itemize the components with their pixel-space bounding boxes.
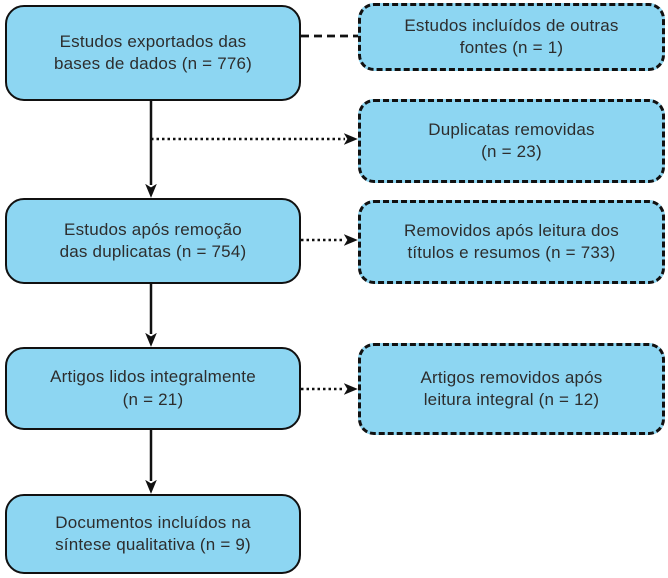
box-other-sources: Estudos incluídos de outras fontes (n = … — [358, 3, 665, 71]
box-exported-studies-line2: bases de dados (n = 776) — [53, 54, 253, 73]
box-after-duplicate-removal: Estudos após remoção das duplicatas (n =… — [5, 198, 301, 284]
box-removed-titles-abstracts-line1: Removidos após leitura dos — [404, 220, 619, 240]
box-removed-full-text-line2: leitura integral (n = 12) — [423, 390, 600, 409]
box-exported-studies-line1: Estudos exportados das — [59, 31, 247, 51]
box-included-synthesis: Documentos incluídos na síntese qualitat… — [5, 494, 301, 574]
box-duplicates-removed-line2: (n = 23) — [481, 142, 542, 161]
box-exported-studies: Estudos exportados das bases de dados (n… — [5, 5, 301, 101]
box-full-text-read-line2: (n = 21) — [122, 389, 184, 409]
box-included-synthesis-line2: síntese qualitativa (n = 9) — [55, 535, 251, 554]
box-removed-full-text-line1: Artigos removidos após — [420, 367, 603, 387]
box-removed-titles-abstracts: Removidos após leitura dos títulos e res… — [358, 200, 665, 284]
box-duplicates-removed-line1: Duplicatas removidas — [428, 119, 595, 139]
box-after-duplicate-removal-line1: Estudos após remoção — [64, 219, 242, 239]
box-full-text-read: Artigos lidos integralmente (n = 21) — [5, 347, 301, 430]
box-removed-full-text: Artigos removidos após leitura integral … — [358, 343, 665, 435]
box-other-sources-line2: fontes (n = 1) — [459, 38, 564, 57]
box-duplicates-removed: Duplicatas removidas (n = 23) — [358, 99, 665, 183]
box-included-synthesis-line1: Documentos incluídos na — [55, 512, 251, 532]
box-full-text-read-line1: Artigos lidos integralmente — [50, 367, 256, 387]
box-other-sources-line1: Estudos incluídos de outras — [404, 15, 619, 35]
box-after-duplicate-removal-line2: das duplicatas (n = 754) — [59, 242, 247, 261]
box-removed-titles-abstracts-line2: títulos e resumos (n = 733) — [407, 243, 616, 262]
